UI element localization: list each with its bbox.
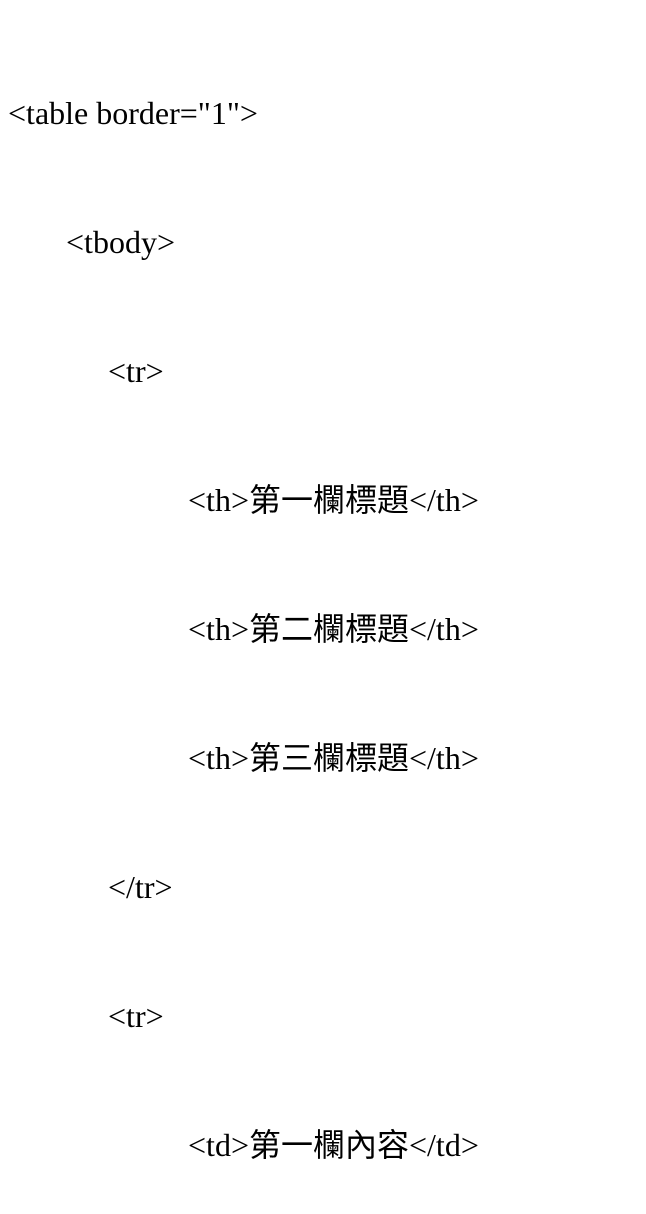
code-line-th-3: <th>第三欄標題</th> bbox=[188, 740, 479, 776]
code-line-table-open: <table border="1"> bbox=[8, 95, 258, 131]
code-line-th-1: <th>第一欄標題</th> bbox=[188, 482, 479, 518]
code-line-tbody-open: <tbody> bbox=[66, 224, 175, 260]
code-line-td-1: <td>第一欄內容</td> bbox=[188, 1127, 479, 1163]
code-line-tr-open-2: <tr> bbox=[108, 998, 164, 1034]
code-line-tr-open-1: <tr> bbox=[108, 353, 164, 389]
code-line-th-2: <th>第二欄標題</th> bbox=[188, 611, 479, 647]
code-line-tr-close-1: </tr> bbox=[108, 869, 173, 905]
